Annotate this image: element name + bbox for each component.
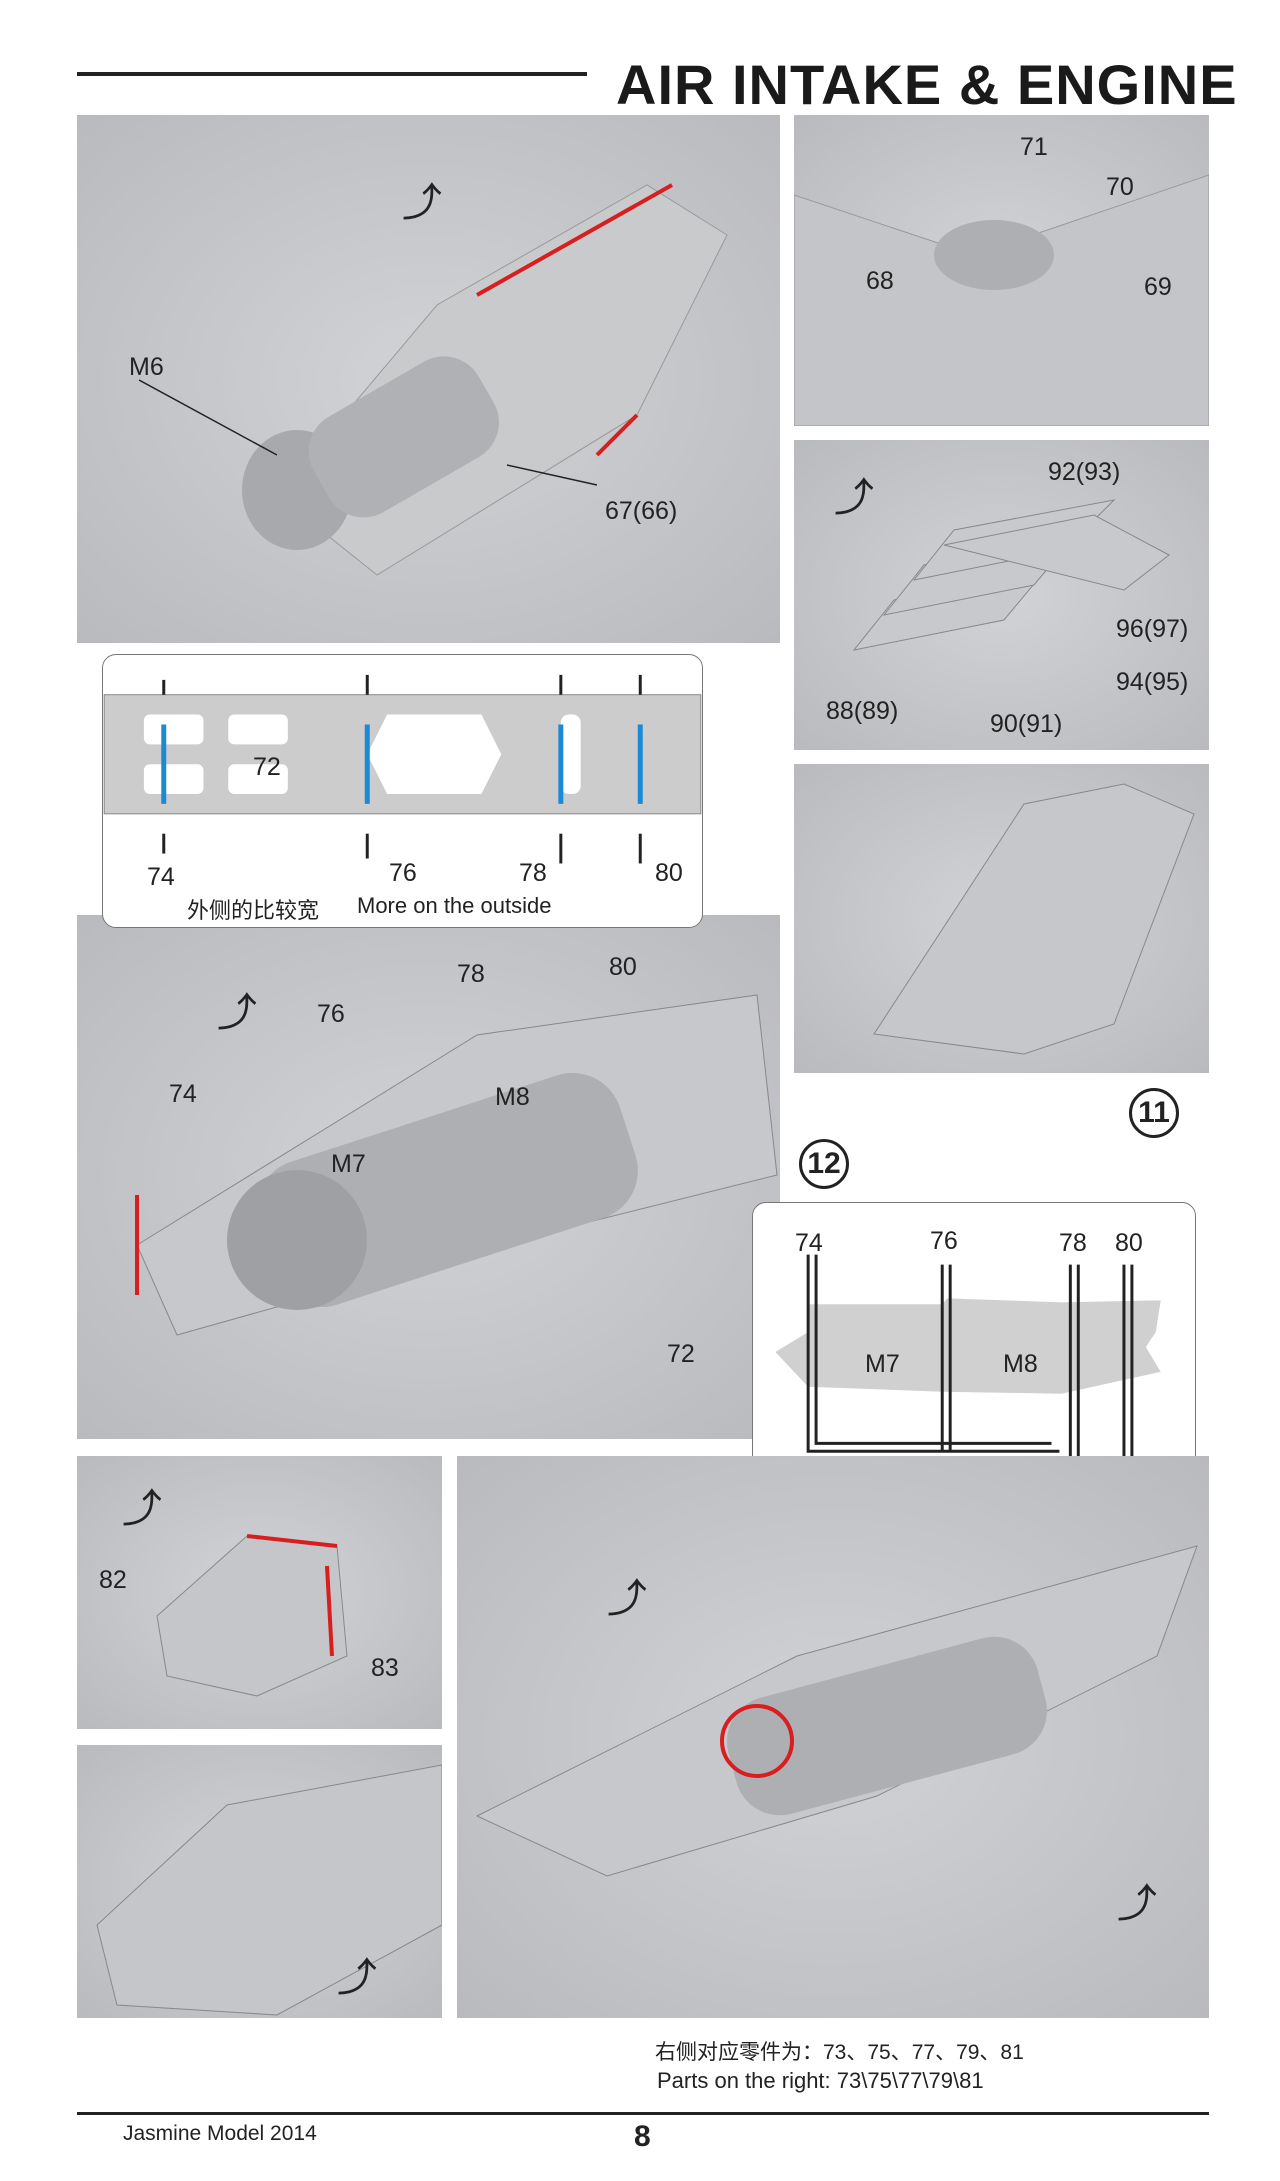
page-number: 8 (634, 2120, 651, 2153)
rotate-arrow-icon: ⤴ (1117, 1882, 1157, 1926)
page-title: AIR INTAKE & ENGINE (616, 53, 1238, 116)
label-67-66: 67(66) (605, 497, 678, 525)
rotate-arrow-icon: ⤴ (402, 181, 442, 225)
label-90-91: 90(91) (990, 710, 1063, 738)
label-71: 71 (1020, 133, 1048, 161)
label-72: 72 (253, 753, 281, 781)
label-83: 83 (371, 1654, 399, 1682)
step-12-badge: 12 (799, 1139, 849, 1189)
diagram-part-72: 72 74 76 78 80 外侧的比较宽 More on the outsid… (102, 654, 703, 928)
photo-engine-m7-m8: 78 80 76 74 M8 M7 72 ⤴ (77, 915, 780, 1439)
label-74: 74 (169, 1080, 197, 1108)
label-74: 74 (147, 863, 175, 891)
diagram-step-12: 74 76 78 80 M7 M8 (752, 1202, 1196, 1495)
label-78: 78 (1059, 1229, 1087, 1257)
label-78: 78 (519, 859, 547, 887)
photo-full-assembly: ⤴ ⤴ (457, 1456, 1209, 2018)
label-m8: M8 (495, 1083, 530, 1111)
label-70: 70 (1106, 173, 1134, 201)
label-92-93: 92(93) (1048, 458, 1121, 486)
label-72: 72 (667, 1340, 695, 1368)
rotate-arrow-icon: ⤴ (834, 476, 874, 520)
rotate-arrow-icon: ⤴ (217, 991, 257, 1035)
caption-cn: 外侧的比较宽 (187, 898, 320, 923)
label-80: 80 (655, 859, 683, 887)
label-m6: M6 (129, 353, 164, 381)
label-80: 80 (1115, 1229, 1143, 1257)
step-11-badge: 11 (1129, 1088, 1179, 1138)
photo-parts-68-71: 71 70 68 69 (794, 115, 1209, 426)
label-88-89: 88(89) (826, 697, 899, 725)
label-76: 76 (389, 859, 417, 887)
photo-front-section: ⤴ (77, 1745, 442, 2018)
label-76: 76 (317, 1000, 345, 1028)
photo-assembled-stairs (794, 764, 1209, 1073)
rotate-arrow-icon: ⤴ (122, 1487, 162, 1531)
label-78: 78 (457, 960, 485, 988)
header-rule (77, 72, 587, 76)
label-80: 80 (609, 953, 637, 981)
note-en: Parts on the right: 73\75\77\79\81 (657, 2068, 984, 2093)
label-82: 82 (99, 1566, 127, 1594)
rotate-arrow-icon: ⤴ (607, 1577, 647, 1621)
label-m8: M8 (1003, 1350, 1038, 1378)
label-m7: M7 (865, 1350, 900, 1378)
label-76: 76 (930, 1227, 958, 1255)
label-68: 68 (866, 267, 894, 295)
label-74: 74 (795, 1229, 823, 1257)
footer-rule (77, 2112, 1209, 2115)
note-cn: 右侧对应零件为：73、75、77、79、81 (655, 2041, 1024, 2064)
label-96-97: 96(97) (1116, 615, 1189, 643)
rotate-arrow-icon: ⤴ (337, 1956, 377, 2000)
label-69: 69 (1144, 273, 1172, 301)
photo-parts-82-83: 82 83 ⤴ (77, 1456, 442, 1729)
label-94-95: 94(95) (1116, 668, 1189, 696)
footer-brand: Jasmine Model 2014 (123, 2122, 317, 2145)
photo-engine-m6: M6 67(66) ⤴ (77, 115, 780, 643)
caption-en: More on the outside (357, 893, 552, 918)
photo-parts-88-97: 92(93) 96(97) 94(95) 88(89) 90(91) ⤴ (794, 440, 1209, 750)
label-m7: M7 (331, 1150, 366, 1178)
